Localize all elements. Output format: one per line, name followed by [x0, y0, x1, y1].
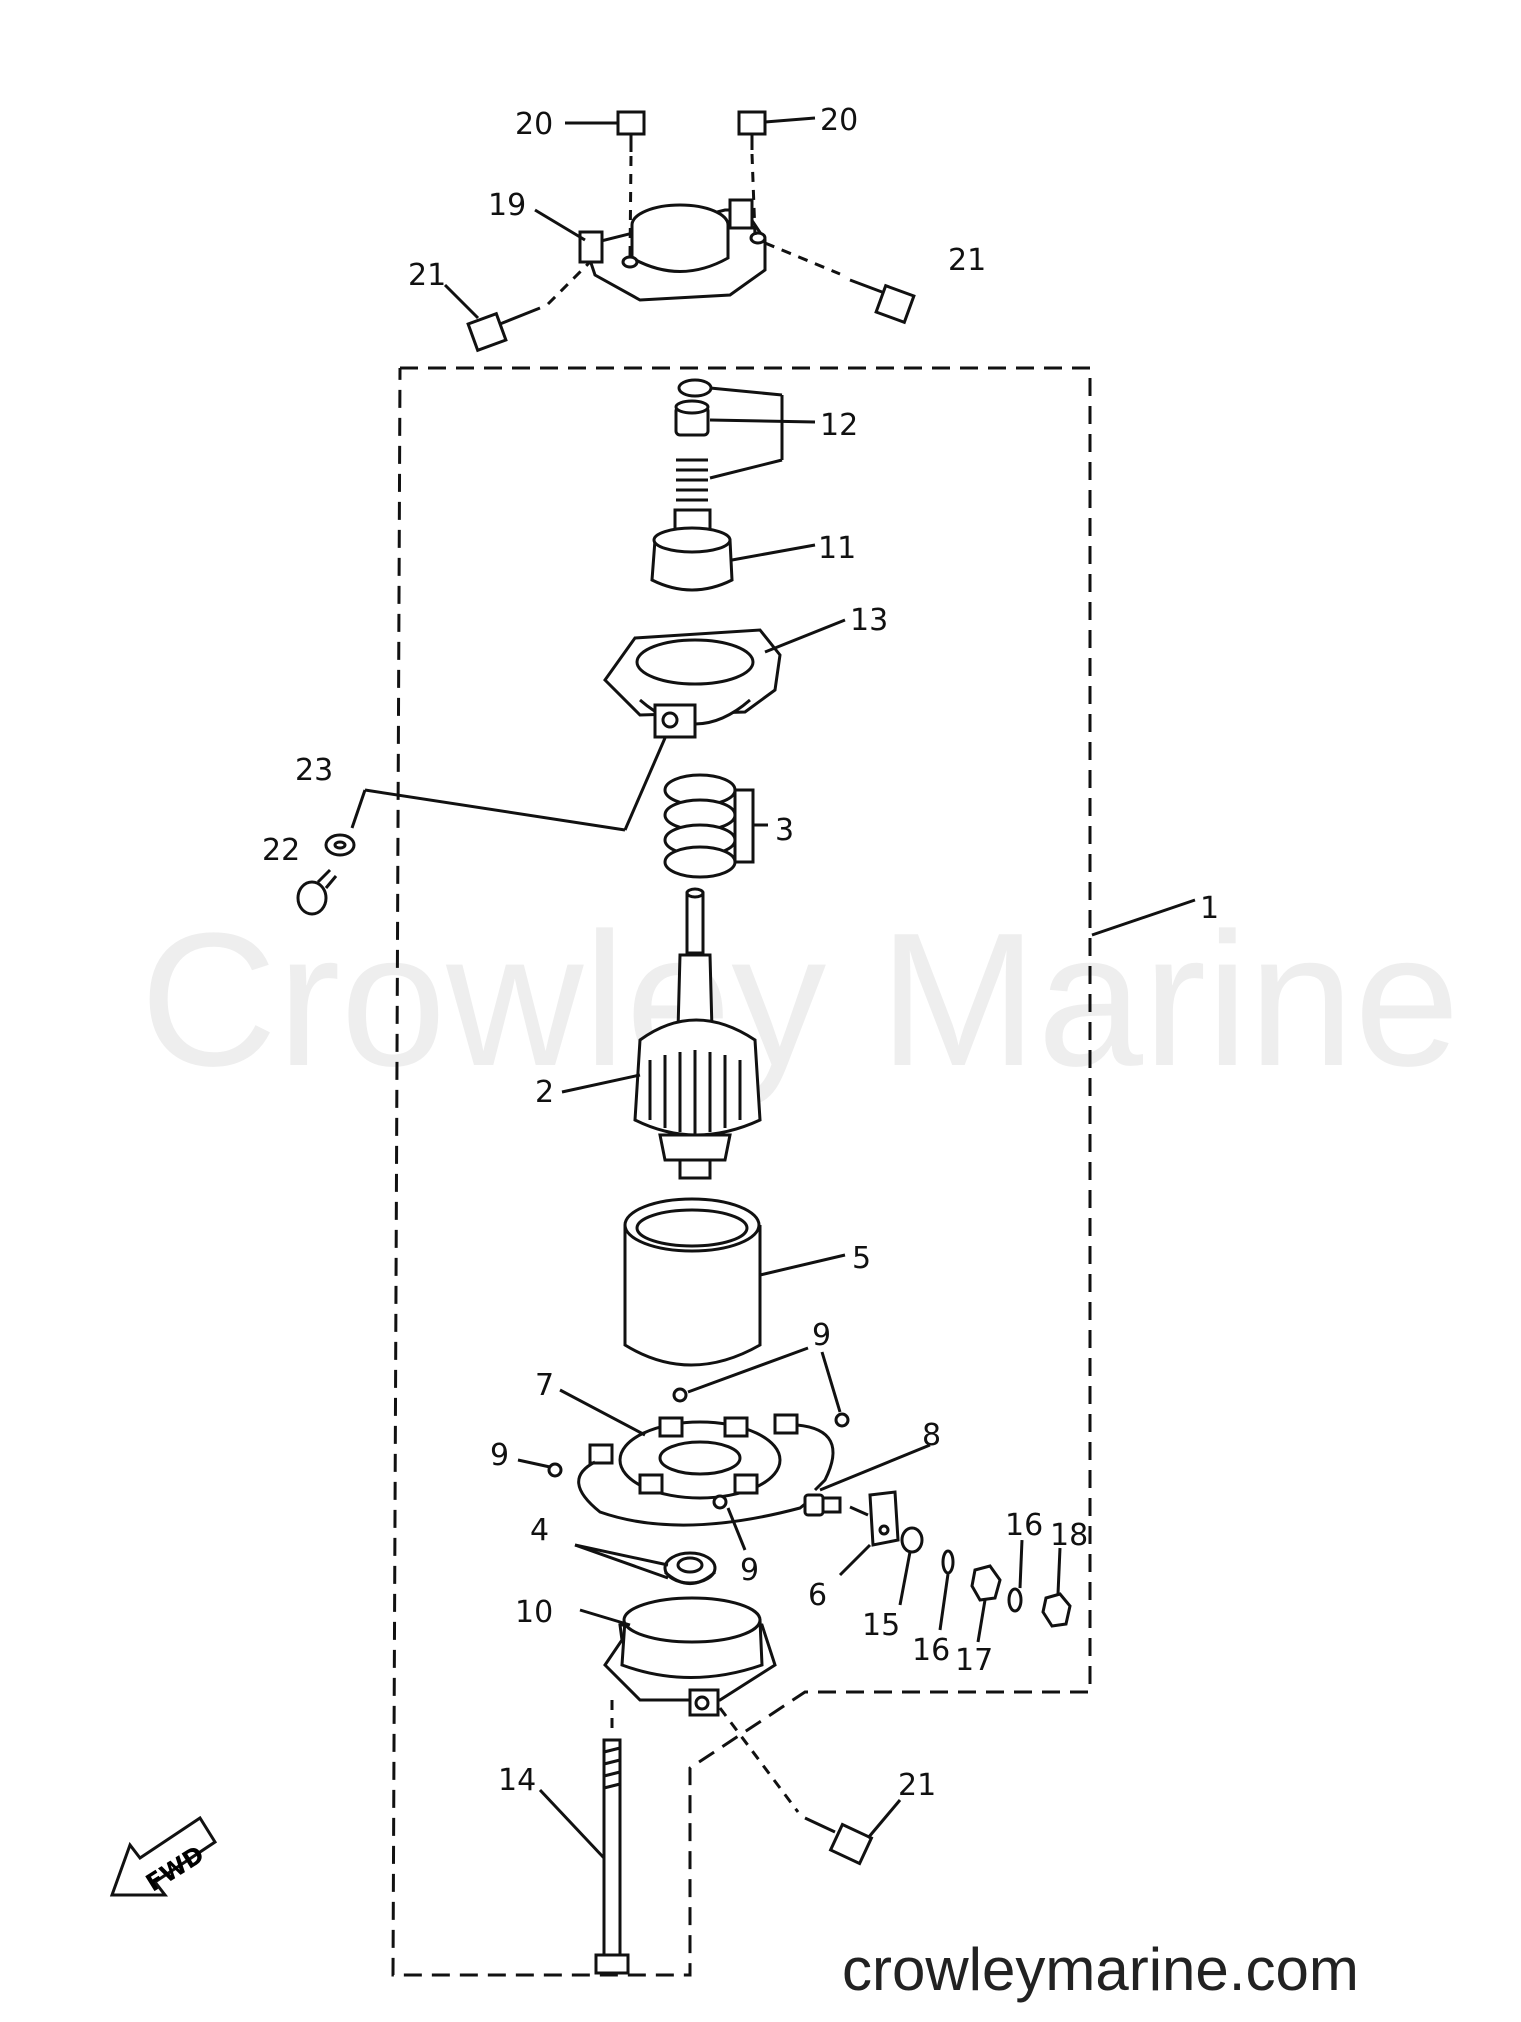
label-17: 17	[955, 1643, 993, 1678]
label-9-top: 9	[812, 1318, 831, 1353]
label-16-bottom: 16	[912, 1633, 950, 1668]
part-23-washer	[324, 833, 356, 857]
part-3-springs	[663, 773, 768, 879]
bolt-20-right	[737, 110, 767, 236]
part-9-clip-right	[820, 1351, 850, 1428]
bolt-21-top-left	[466, 260, 592, 353]
part-5-yoke	[623, 1197, 846, 1367]
part-16-lockwasher	[938, 1549, 955, 1631]
part-9-clip-bottom	[712, 1494, 747, 1551]
label-7: 7	[535, 1368, 554, 1403]
label-1: 1	[1200, 891, 1219, 926]
fwd-arrow-icon: FWD	[109, 1815, 218, 1897]
part-10-rear-cover	[579, 1596, 777, 1717]
part-13-front-cover	[603, 618, 846, 739]
part-14-through-bolt	[538, 1700, 630, 1975]
label-9-bottom: 9	[740, 1553, 759, 1588]
part-8-terminal-bolt	[803, 1443, 931, 1517]
label-5: 5	[852, 1241, 871, 1276]
label-8: 8	[922, 1418, 941, 1453]
site-url: crowleymarine.com	[842, 1936, 1359, 2003]
part-17-nut	[970, 1564, 1002, 1643]
part-4-bushing	[574, 1543, 717, 1585]
label-4: 4	[530, 1513, 549, 1548]
label-9-left: 9	[490, 1438, 509, 1473]
part-11-pinion	[650, 508, 816, 592]
leader-23	[364, 788, 626, 832]
assembly-boundary	[391, 366, 1092, 1977]
label-19: 19	[488, 188, 526, 223]
label-15: 15	[862, 1608, 900, 1643]
part-2-armature	[633, 887, 762, 1180]
bolt-20-left	[616, 110, 646, 259]
label-23: 23	[295, 753, 333, 788]
label-20-left: 20	[515, 107, 553, 142]
label-21-left: 21	[408, 258, 446, 293]
bolt-21-top-right	[764, 241, 916, 325]
bolt-21-bottom	[718, 1707, 902, 1866]
label-18: 18	[1050, 1518, 1088, 1553]
label-14: 14	[498, 1763, 536, 1798]
part-12-clip-collar-spring	[674, 378, 816, 502]
watermark: Crowley Marine	[140, 894, 1460, 1106]
part-16-lockwasher-b	[1007, 1539, 1024, 1613]
part-7-brush-holder	[559, 1388, 835, 1527]
part-15-washer	[898, 1526, 924, 1606]
part-6-plate	[838, 1490, 900, 1577]
label-6: 6	[808, 1578, 827, 1613]
label-20-right: 20	[820, 103, 858, 138]
top-bracket	[578, 198, 767, 302]
label-11: 11	[818, 531, 856, 566]
label-13: 13	[850, 603, 888, 638]
part-9-clip-top	[672, 1346, 809, 1403]
part-9-clip-left	[517, 1458, 563, 1478]
label-12: 12	[820, 408, 858, 443]
label-3: 3	[775, 813, 794, 848]
label-22: 22	[262, 833, 300, 868]
leader-23b	[623, 737, 667, 831]
part-22-screw	[296, 868, 338, 916]
leader-1	[1091, 898, 1196, 937]
label-21-right: 21	[948, 243, 986, 278]
label-10: 10	[515, 1595, 553, 1630]
part-18-nut	[1041, 1547, 1072, 1628]
label-2: 2	[535, 1075, 554, 1110]
label-16-top: 16	[1005, 1508, 1043, 1543]
label-21-bottom: 21	[898, 1768, 936, 1803]
